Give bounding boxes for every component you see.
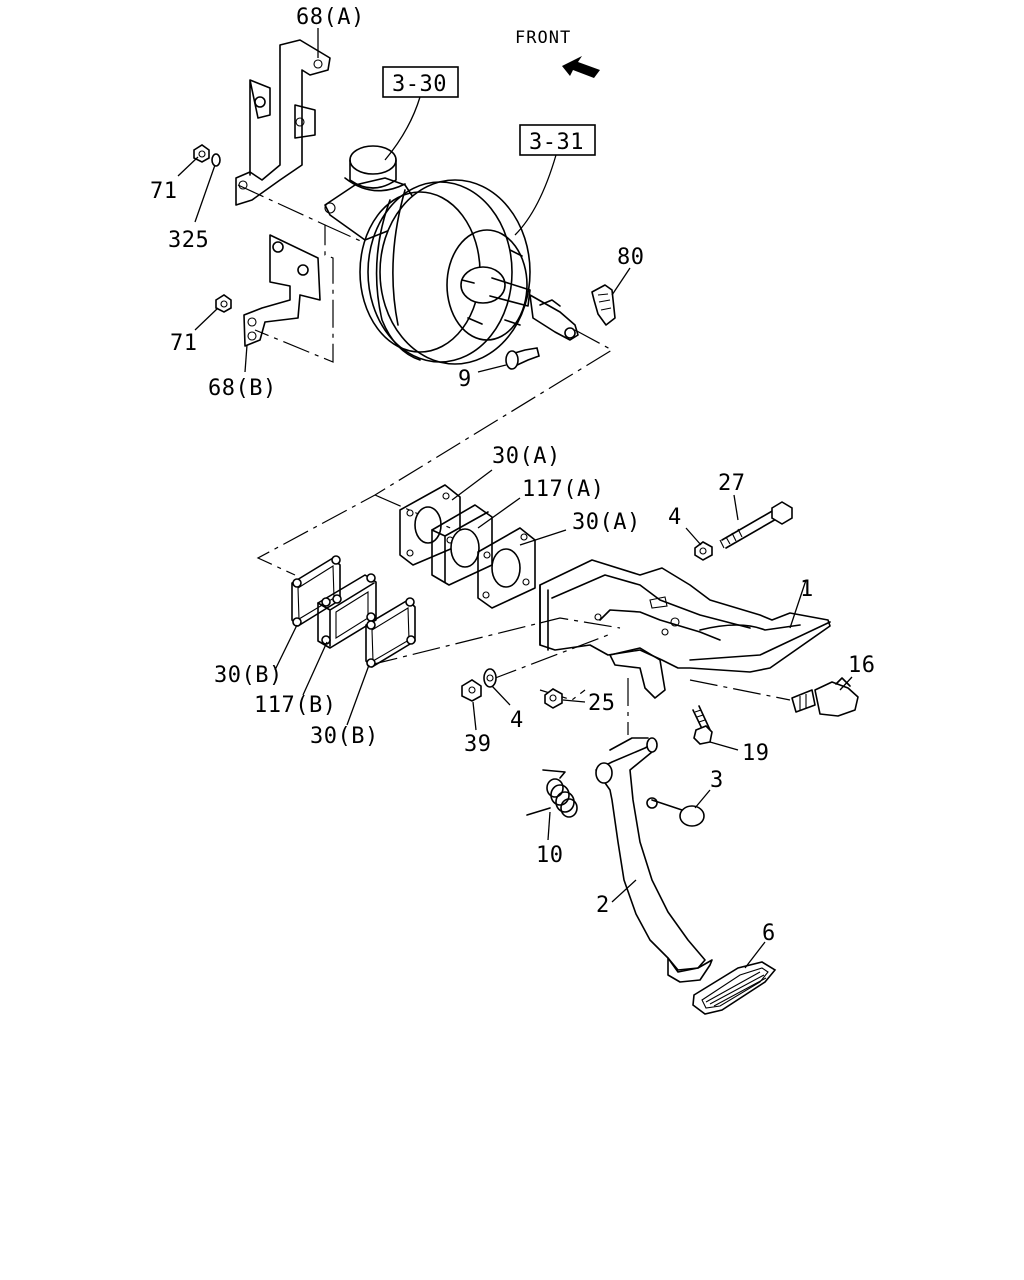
- clevis: [529, 294, 579, 341]
- callout-27[interactable]: 27: [718, 471, 746, 496]
- callout-10[interactable]: 10: [536, 843, 564, 868]
- bolt-19: [692, 705, 713, 745]
- stop-lamp-switch-16: [791, 677, 859, 717]
- spacer-117b: [317, 573, 377, 649]
- callout-68b[interactable]: 68(B): [208, 376, 277, 401]
- front-arrow-icon: [562, 56, 600, 78]
- stopper-3: [651, 799, 705, 827]
- spring-10: [526, 769, 578, 818]
- pedal-pad-6: [692, 961, 777, 1015]
- callout-9[interactable]: 9: [458, 367, 472, 392]
- gasket-30a-2: [477, 527, 536, 609]
- callout-6[interactable]: 6: [762, 921, 776, 946]
- nut-25: [544, 688, 563, 709]
- bracket-68b: [243, 234, 321, 347]
- callout-117b[interactable]: 117(B): [254, 693, 336, 718]
- nut-39: [461, 679, 482, 702]
- pedal-bracket-1: [539, 559, 831, 699]
- callout-4-top[interactable]: 4: [668, 505, 682, 530]
- ref-box-3-30[interactable]: 3-30: [382, 66, 459, 98]
- callout-71-top[interactable]: 71: [150, 179, 178, 204]
- washer-325: [211, 153, 221, 167]
- callout-71-bottom[interactable]: 71: [170, 331, 198, 356]
- callout-19[interactable]: 19: [742, 741, 770, 766]
- brake-pedal-2: [595, 737, 713, 983]
- callout-30a-2[interactable]: 30(A): [572, 510, 641, 535]
- front-label: FRONT: [515, 28, 571, 48]
- ref-box-3-30-label: 3-30: [392, 72, 447, 97]
- spacer-117a: [431, 504, 493, 586]
- brake-booster-3-31: [359, 179, 531, 365]
- bolt-27: [719, 501, 793, 549]
- callout-2[interactable]: 2: [596, 893, 610, 918]
- callout-3[interactable]: 3: [710, 768, 724, 793]
- washer-4-bottom: [483, 668, 497, 688]
- gasket-30b-1: [291, 555, 342, 627]
- callout-4-bottom[interactable]: 4: [510, 708, 524, 733]
- callout-30b-1[interactable]: 30(B): [214, 663, 283, 688]
- callout-39[interactable]: 39: [464, 732, 492, 757]
- ref-box-3-31[interactable]: 3-31: [519, 124, 596, 156]
- gasket-30b-2: [365, 597, 416, 668]
- callout-16[interactable]: 16: [848, 653, 876, 678]
- clip-80: [591, 284, 616, 326]
- front-indicator: FRONT: [515, 28, 600, 78]
- pin-9: [505, 347, 540, 370]
- ref-box-3-31-label: 3-31: [529, 130, 584, 155]
- callout-68a[interactable]: 68(A): [296, 5, 365, 30]
- nut-4-top: [694, 541, 713, 561]
- callout-30b-2[interactable]: 30(B): [310, 724, 379, 749]
- callout-25[interactable]: 25: [588, 691, 616, 716]
- callout-1[interactable]: 1: [800, 577, 814, 602]
- callout-30a-1[interactable]: 30(A): [492, 444, 561, 469]
- callout-labels: 68(A) 71 325 71 68(B) 80 9 30(A) 117(A) …: [150, 5, 876, 946]
- nut-71-bottom: [215, 294, 232, 313]
- callout-325[interactable]: 325: [168, 228, 209, 253]
- callout-80[interactable]: 80: [617, 245, 645, 270]
- phantom-lines: [237, 184, 791, 735]
- leader-lines: [177, 28, 853, 969]
- bracket-68a: [235, 39, 331, 206]
- callout-117a[interactable]: 117(A): [522, 477, 604, 502]
